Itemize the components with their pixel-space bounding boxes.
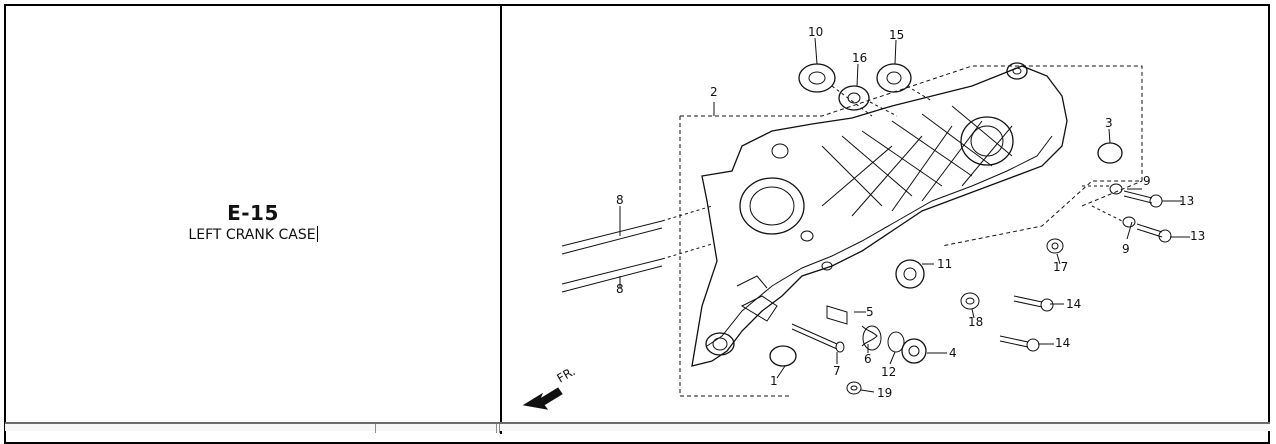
section-info-panel: E-15 LEFT CRANK CASE — [6, 6, 500, 422]
callout-8b: 8 — [616, 282, 624, 296]
callout-8a: 8 — [616, 193, 624, 207]
section-name: LEFT CRANK CASE — [188, 227, 316, 243]
callout-14a: 14 — [1066, 297, 1081, 311]
callout-18: 18 — [968, 315, 983, 329]
callout-9a: 9 — [1143, 174, 1151, 188]
column-divider — [500, 4, 502, 434]
parts-diagram: FR. 10 16 15 2 3 9 13 9 13 8 8 17 11 5 1… — [502, 6, 1270, 422]
row-cell-divider — [375, 424, 376, 433]
callout-7: 7 — [833, 364, 841, 378]
callout-9b: 9 — [1122, 242, 1130, 256]
section-code: E-15 — [227, 201, 279, 225]
callout-5: 5 — [866, 305, 874, 319]
callout-13a: 13 — [1179, 194, 1194, 208]
callout-16: 16 — [852, 51, 867, 65]
direction-label: FR. — [555, 364, 578, 385]
row-cell-divider — [499, 424, 500, 433]
next-table-row — [5, 422, 1270, 433]
callout-2: 2 — [710, 85, 718, 99]
callout-4: 4 — [949, 346, 957, 360]
row-cell-divider — [496, 424, 497, 433]
exploded-view-svg: FR. 10 16 15 2 3 9 13 9 13 8 8 17 11 5 1… — [522, 25, 1205, 410]
callout-14b: 14 — [1055, 336, 1070, 350]
callout-15: 15 — [889, 28, 904, 42]
callout-3: 3 — [1105, 116, 1113, 130]
callout-19: 19 — [877, 386, 892, 400]
callout-13b: 13 — [1190, 229, 1205, 243]
section-name-wrap: LEFT CRANK CASE — [6, 226, 500, 243]
callout-12: 12 — [881, 365, 896, 379]
callout-17: 17 — [1053, 260, 1068, 274]
callout-10: 10 — [808, 25, 823, 39]
text-cursor — [316, 226, 318, 242]
front-direction-arrow: FR. — [522, 364, 578, 410]
callout-1: 1 — [770, 374, 778, 388]
callout-6: 6 — [864, 352, 872, 366]
callout-11: 11 — [937, 257, 952, 271]
